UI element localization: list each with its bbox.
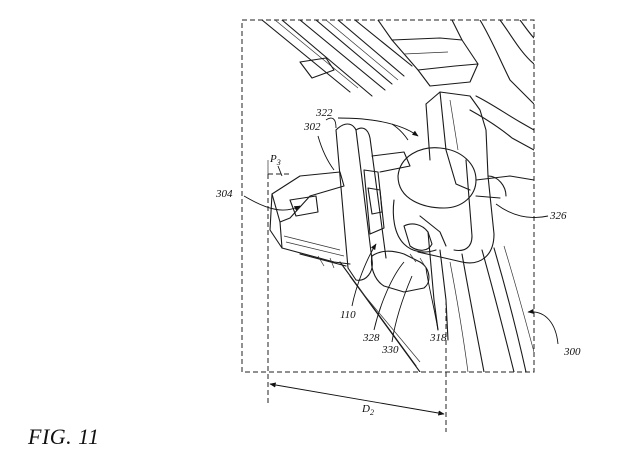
label-322: 322 [315, 107, 333, 119]
label-302: 302 [303, 121, 321, 133]
figure-caption: FIG. 11 [28, 424, 100, 450]
label-110: 110 [340, 309, 356, 321]
label-d2: D2 [361, 403, 374, 417]
label-326: 326 [549, 210, 567, 222]
label-330: 330 [381, 344, 399, 356]
label-328: 328 [362, 332, 380, 344]
label-304: 304 [215, 188, 233, 200]
label-318: 318 [429, 332, 447, 344]
label-p3: P3 [269, 153, 281, 167]
background-structure [262, 20, 534, 372]
clip-component [270, 124, 410, 280]
label-300: 300 [563, 346, 581, 358]
